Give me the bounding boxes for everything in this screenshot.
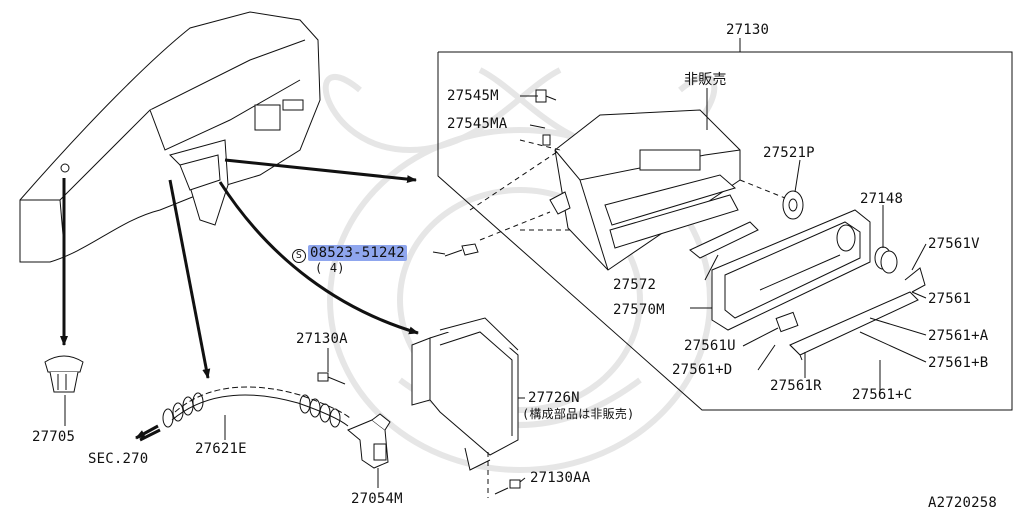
cap-27148-drawing xyxy=(875,247,897,273)
control-unit-27726n-drawing xyxy=(412,318,518,470)
label-27561-b: 27561+B xyxy=(928,355,989,371)
label-27726n: 27726N xyxy=(528,390,580,406)
label-27130: 27130 xyxy=(726,22,770,38)
knob-27521p-drawing xyxy=(740,180,803,219)
leader-lines xyxy=(65,88,926,498)
display-27572-drawing xyxy=(690,222,758,258)
diagram-id: A2720258 xyxy=(928,495,998,511)
label-27726n-note: (構成部品は非販売) xyxy=(522,407,635,421)
label-27621e: 27621E xyxy=(195,441,247,457)
duct-hose-drawing xyxy=(140,387,350,440)
assembly-box xyxy=(438,38,1012,410)
label-screw-qty: ( 4) xyxy=(315,261,345,275)
label-27561-d: 27561+D xyxy=(672,362,733,378)
watermark xyxy=(326,70,715,470)
label-27545ma: 27545MA xyxy=(447,116,508,132)
controller-unit-drawing xyxy=(470,110,740,270)
sensor-27054m-drawing xyxy=(348,414,390,468)
label-27130aa: 27130AA xyxy=(530,470,591,486)
label-27561-c: 27561+C xyxy=(852,387,913,403)
label-27130a: 27130A xyxy=(296,331,348,347)
label-27705: 27705 xyxy=(32,429,76,445)
label-27521p: 27521P xyxy=(763,145,815,161)
label-27054m: 27054M xyxy=(351,491,403,507)
label-27561r: 27561R xyxy=(770,378,822,394)
screw-symbol-icon: S xyxy=(292,249,306,263)
screw-part-number: 08523-51242 xyxy=(308,245,407,261)
button-strip-drawing xyxy=(776,268,925,360)
screws-drawing xyxy=(318,90,556,494)
label-27561v: 27561V xyxy=(928,236,980,252)
label-27572: 27572 xyxy=(613,277,657,293)
label-27561: 27561 xyxy=(928,291,972,307)
label-27561-a: 27561+A xyxy=(928,328,989,344)
dashboard-drawing xyxy=(20,12,320,262)
bezel-27570m-drawing xyxy=(712,210,870,330)
label-27545m: 27545M xyxy=(447,88,499,104)
label-27561u: 27561U xyxy=(684,338,736,354)
label-27570m: 27570M xyxy=(613,302,665,318)
label-27148: 27148 xyxy=(860,191,904,207)
reference-arrows xyxy=(60,160,419,438)
clip-27705-drawing xyxy=(45,356,83,392)
label-sec270: SEC.270 xyxy=(88,451,149,467)
label-non-sale-top: 非販売 xyxy=(684,72,727,88)
